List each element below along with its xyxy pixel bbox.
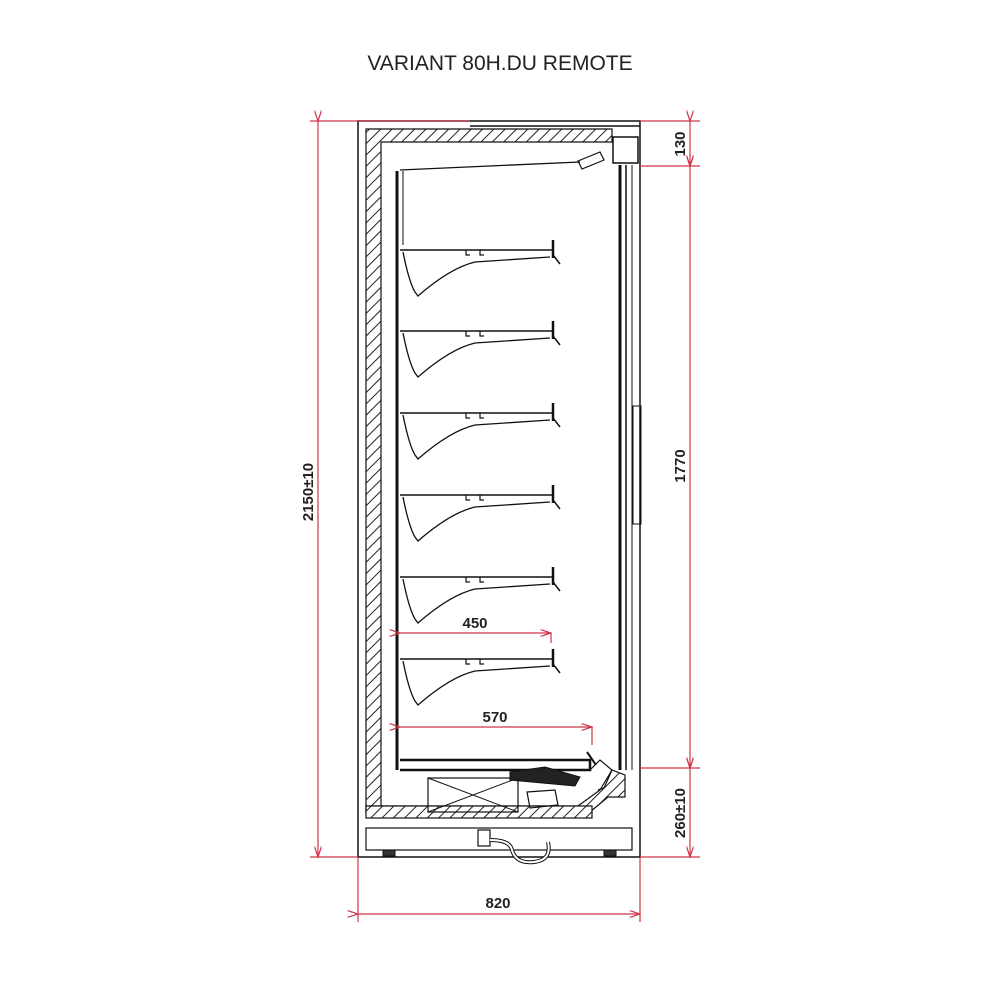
dim-total-height: 2150±10 — [300, 463, 317, 521]
dim-base-height: 260±10 — [672, 788, 689, 838]
shelves — [400, 240, 561, 706]
dimension-lines — [310, 121, 700, 922]
shelf-2 — [400, 321, 561, 378]
dim-top-section: 130 — [672, 131, 689, 156]
shelf-1 — [400, 240, 561, 297]
shelf-4 — [400, 485, 561, 542]
cabinet-body — [357, 120, 642, 865]
drawing-title: VARIANT 80H.DU REMOTE — [367, 52, 633, 75]
dim-total-depth: 820 — [485, 895, 510, 912]
shelf-5 — [400, 567, 561, 624]
shelf-3 — [400, 403, 561, 460]
dim-door-height: 1770 — [672, 449, 689, 482]
dim-shelf-depth: 450 — [462, 615, 487, 632]
shelf-6 — [400, 649, 561, 706]
dim-bottom-shelf-depth: 570 — [482, 709, 507, 726]
